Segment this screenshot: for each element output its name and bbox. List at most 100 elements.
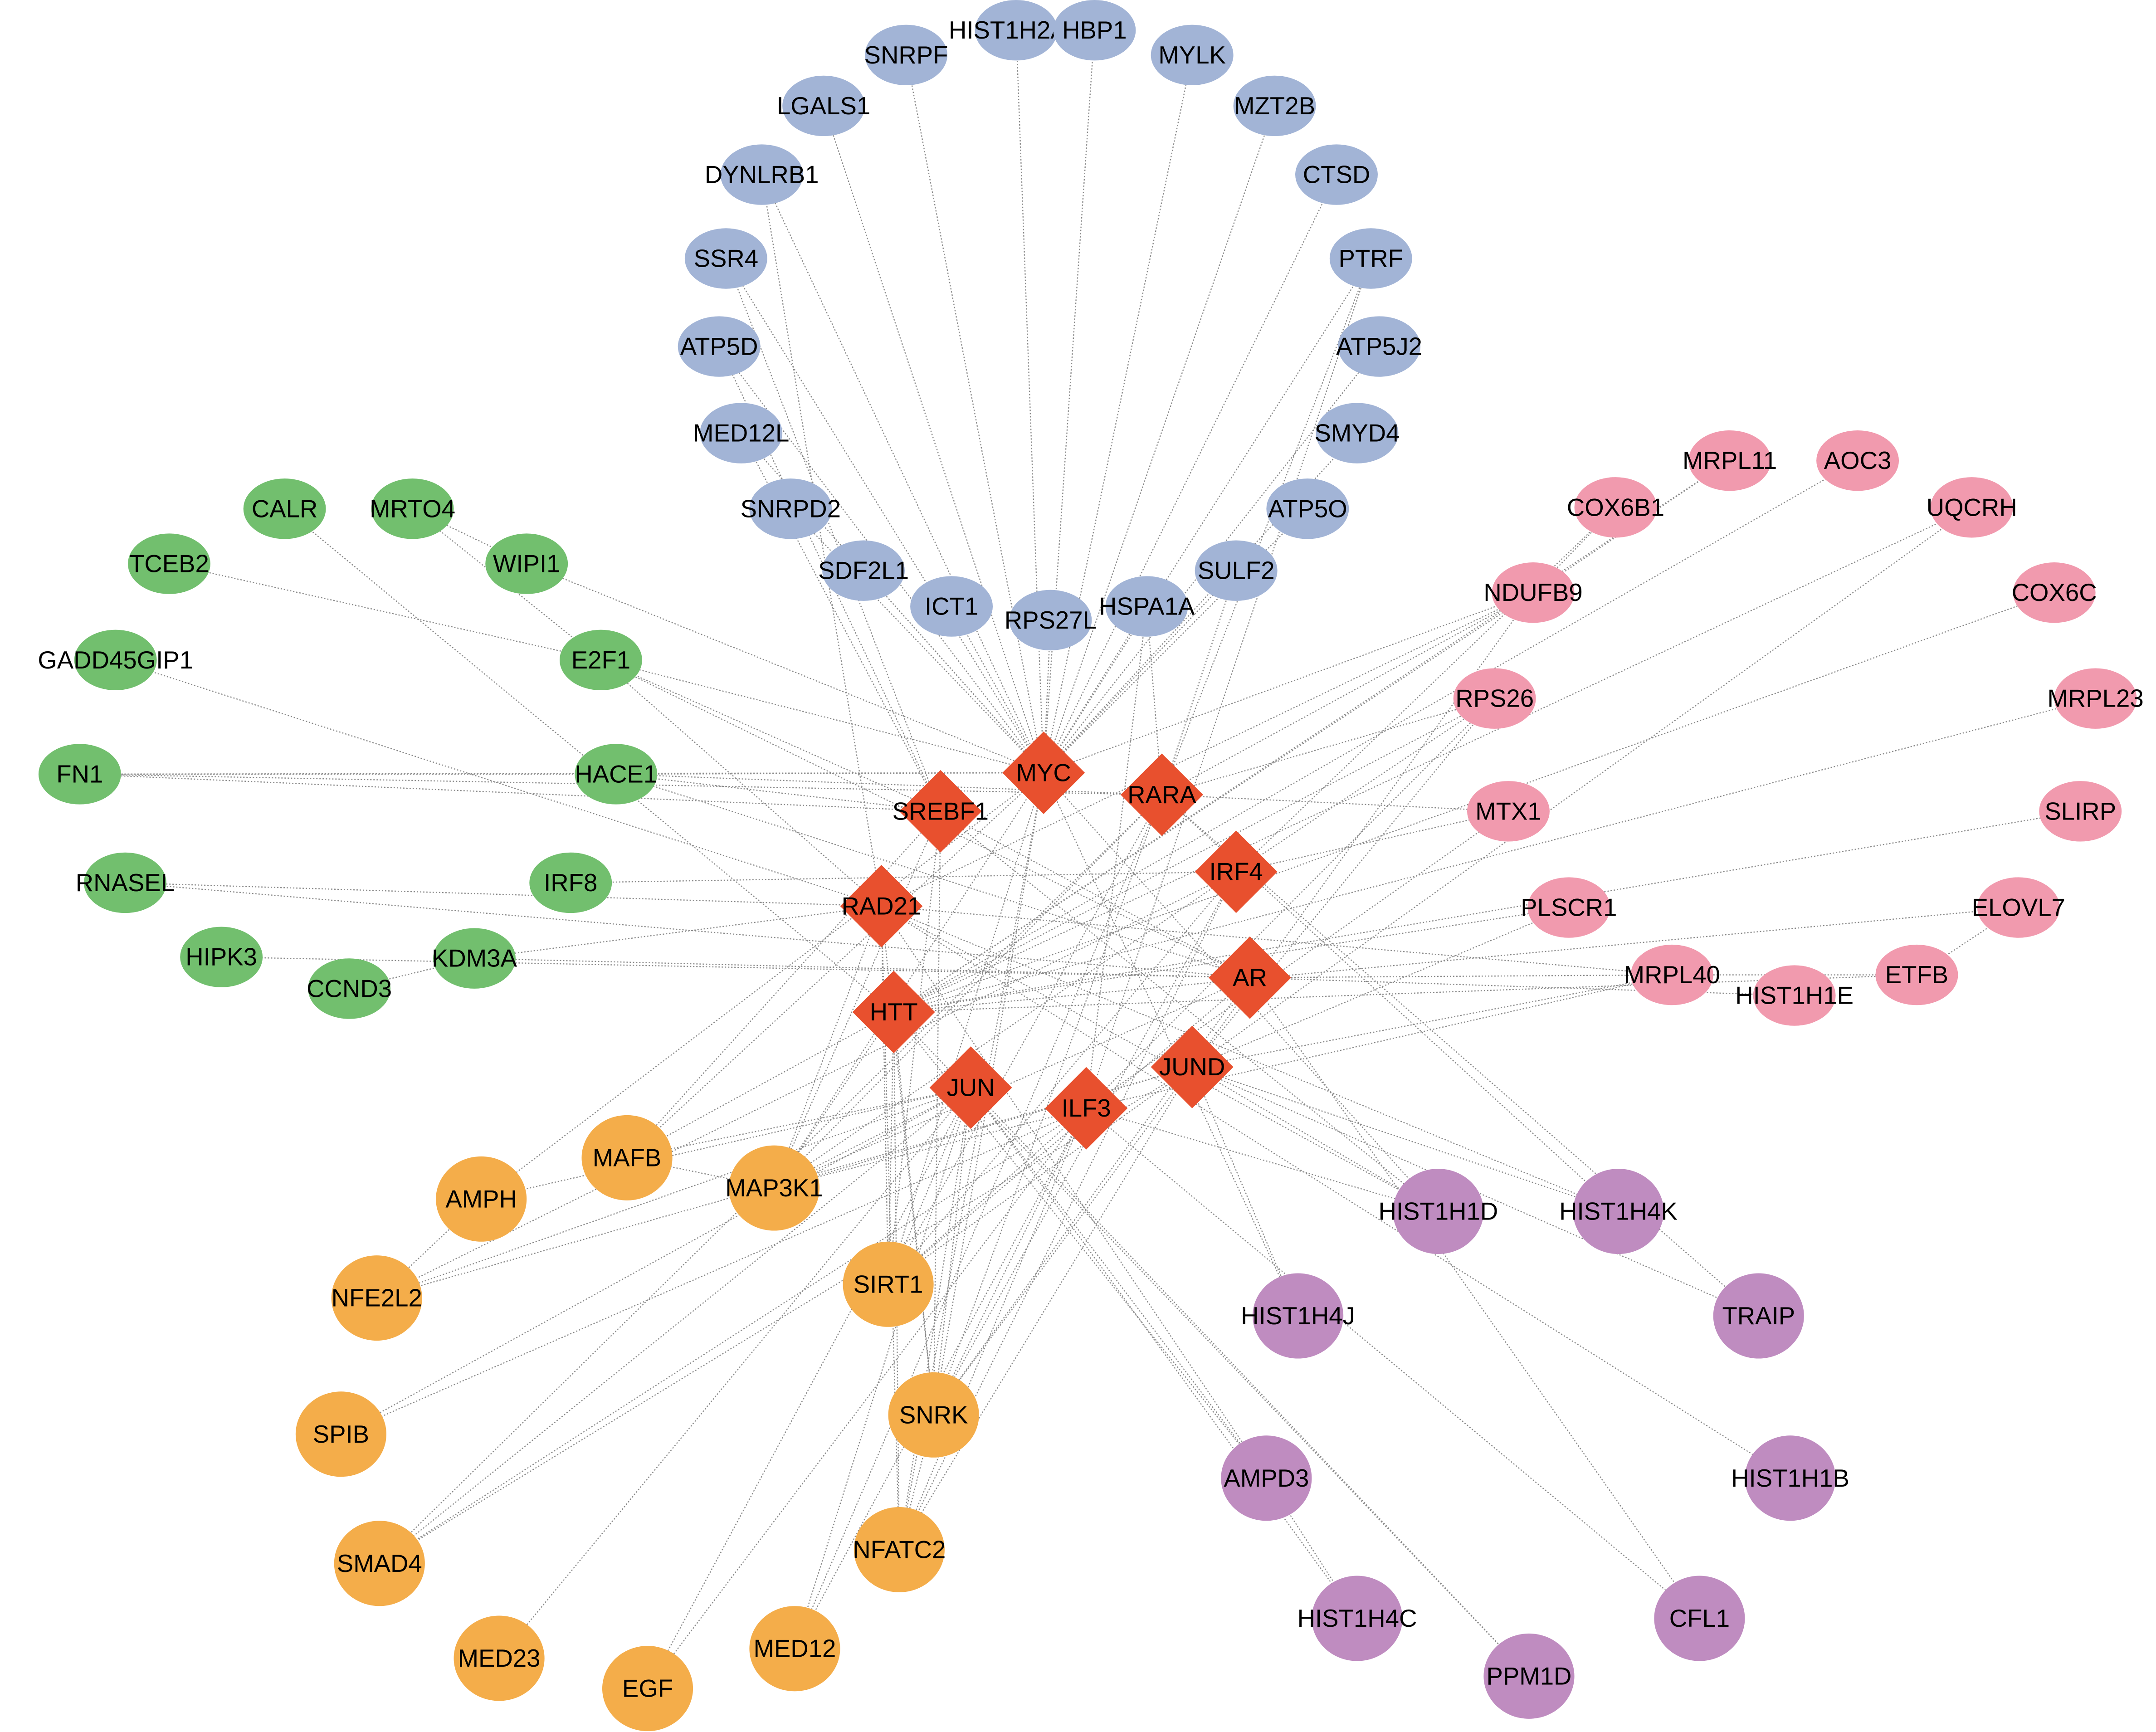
node-map3k1-label: MAP3K1 — [725, 1174, 823, 1202]
node-hist1h4j[interactable]: HIST1H4J — [1241, 1273, 1355, 1359]
node-gadd45gip1[interactable]: GADD45GIP1 — [38, 629, 193, 691]
edge-myc-fn1 — [79, 772, 1044, 775]
node-hist1h1b[interactable]: HIST1H1B — [1731, 1435, 1849, 1521]
node-htt[interactable]: HTT — [852, 971, 935, 1054]
node-rara[interactable]: RARA — [1120, 753, 1203, 836]
node-hist1h1d-ellipse — [1393, 1169, 1484, 1254]
node-srebf1[interactable]: SREBF1 — [893, 770, 989, 853]
node-wipi1[interactable]: WIPI1 — [485, 533, 568, 594]
node-rps26[interactable]: RPS26 — [1453, 668, 1536, 729]
node-hist1h1d[interactable]: HIST1H1D — [1378, 1169, 1498, 1254]
node-sirt1[interactable]: SIRT1 — [843, 1241, 934, 1327]
node-hist1h1b-label: HIST1H1B — [1731, 1464, 1849, 1492]
edge-rara-snrk — [933, 795, 1163, 1415]
node-tceb2-label: TCEB2 — [129, 550, 209, 578]
node-hist1h4c[interactable]: HIST1H4C — [1298, 1576, 1417, 1661]
node-snrpf[interactable]: SNRPF — [864, 24, 948, 85]
edge-htt-ndufb9 — [893, 592, 1534, 1013]
node-jun[interactable]: JUN — [929, 1046, 1012, 1129]
node-kdm3a[interactable]: KDM3A — [432, 928, 517, 989]
node-snrk[interactable]: SNRK — [888, 1372, 979, 1458]
node-mtx1[interactable]: MTX1 — [1467, 781, 1550, 842]
node-rad21[interactable]: RAD21 — [840, 865, 923, 947]
node-cox6c[interactable]: COX6C — [2012, 562, 2097, 623]
node-nfe2l2[interactable]: NFE2L2 — [332, 1255, 422, 1341]
node-atp5d[interactable]: ATP5D — [678, 316, 761, 377]
edge-jun-mafb — [627, 1087, 971, 1159]
node-hbp1[interactable]: HBP1 — [1053, 0, 1136, 61]
node-hist1h4k[interactable]: HIST1H4K — [1559, 1169, 1678, 1254]
node-sdf2l1[interactable]: SDF2L1 — [818, 540, 909, 601]
node-mrpl11[interactable]: MRPL11 — [1683, 430, 1777, 491]
node-ccnd3-label: CCND3 — [307, 975, 392, 1002]
node-myc[interactable]: MYC — [1002, 731, 1085, 814]
node-irf4[interactable]: IRF4 — [1195, 830, 1278, 913]
node-uqcrh[interactable]: UQCRH — [1927, 477, 2017, 538]
node-rara-label: RARA — [1127, 781, 1196, 809]
node-ndufb9[interactable]: NDUFB9 — [1483, 562, 1583, 623]
node-slirp[interactable]: SLIRP — [2039, 781, 2122, 842]
node-mafb[interactable]: MAFB — [581, 1115, 673, 1200]
node-ccnd3[interactable]: CCND3 — [307, 958, 392, 1019]
node-snrpd2[interactable]: SNRPD2 — [741, 478, 841, 539]
node-e2f1[interactable]: E2F1 — [559, 629, 642, 691]
node-hbp1-label: HBP1 — [1062, 16, 1127, 44]
node-mzt2b[interactable]: MZT2B — [1233, 75, 1316, 137]
node-ar[interactable]: AR — [1209, 936, 1291, 1019]
node-ppm1d[interactable]: PPM1D — [1483, 1633, 1575, 1719]
node-cfl1[interactable]: CFL1 — [1654, 1576, 1745, 1661]
edge-myc-hist1h2ab — [1015, 30, 1044, 773]
node-ict1[interactable]: ICT1 — [910, 576, 993, 637]
node-calr[interactable]: CALR — [243, 478, 326, 539]
node-smyd4[interactable]: SMYD4 — [1314, 403, 1400, 463]
edge-rad21-rnasel — [125, 882, 882, 907]
node-elovl7[interactable]: ELOVL7 — [1972, 877, 2065, 938]
node-nfatc2[interactable]: NFATC2 — [853, 1507, 946, 1592]
node-etfb[interactable]: ETFB — [1875, 944, 1958, 1005]
node-spib[interactable]: SPIB — [295, 1391, 386, 1477]
node-atp5o[interactable]: ATP5O — [1266, 478, 1349, 539]
node-ssr4[interactable]: SSR4 — [684, 228, 767, 289]
node-hspa1a-ellipse — [1105, 576, 1188, 637]
node-smad4[interactable]: SMAD4 — [334, 1521, 425, 1606]
node-mylk[interactable]: MYLK — [1151, 24, 1234, 85]
node-sulf2[interactable]: SULF2 — [1195, 540, 1278, 601]
edge-ilf3-nfatc2 — [898, 1108, 1087, 1550]
node-jun-label: JUN — [946, 1074, 995, 1102]
node-mrto4[interactable]: MRTO4 — [370, 478, 455, 539]
edge-rad21-map3k1 — [773, 906, 882, 1188]
node-med12l[interactable]: MED12L — [693, 403, 789, 463]
node-hipk3[interactable]: HIPK3 — [180, 927, 263, 987]
node-med12[interactable]: MED12 — [749, 1606, 840, 1692]
node-atp5j2[interactable]: ATP5J2 — [1336, 316, 1422, 377]
node-ampd3[interactable]: AMPD3 — [1221, 1435, 1312, 1521]
node-rnasel[interactable]: RNASEL — [76, 852, 175, 913]
node-tceb2[interactable]: TCEB2 — [127, 533, 210, 594]
node-rps27l[interactable]: RPS27L — [1005, 590, 1097, 651]
node-fn1[interactable]: FN1 — [38, 744, 121, 805]
node-htt-label: HTT — [870, 998, 918, 1026]
node-lgals1[interactable]: LGALS1 — [777, 75, 870, 137]
node-mrpl23[interactable]: MRPL23 — [2047, 668, 2144, 729]
node-plscr1[interactable]: PLSCR1 — [1521, 877, 1617, 938]
node-rps27l-label: RPS27L — [1005, 606, 1097, 634]
node-hace1[interactable]: HACE1 — [575, 744, 657, 805]
node-med23[interactable]: MED23 — [454, 1615, 545, 1701]
node-egf[interactable]: EGF — [602, 1646, 693, 1732]
node-hist1h1e[interactable]: HIST1H1E — [1735, 965, 1854, 1026]
node-cox6b1[interactable]: COX6B1 — [1567, 477, 1664, 538]
node-jund[interactable]: JUND — [1151, 1025, 1234, 1108]
node-amph[interactable]: AMPH — [436, 1156, 527, 1242]
node-dynlrb1[interactable]: DYNLRB1 — [705, 144, 819, 205]
node-mrpl40[interactable]: MRPL40 — [1624, 944, 1720, 1005]
node-irf8[interactable]: IRF8 — [529, 852, 612, 913]
node-ptrf[interactable]: PTRF — [1329, 228, 1412, 289]
node-ilf3[interactable]: ILF3 — [1045, 1067, 1128, 1150]
edge-jun-amph — [481, 1087, 971, 1200]
node-map3k1[interactable]: MAP3K1 — [725, 1145, 823, 1231]
node-traip[interactable]: TRAIP — [1713, 1273, 1804, 1359]
node-ctsd[interactable]: CTSD — [1295, 144, 1378, 205]
node-aoc3[interactable]: AOC3 — [1816, 430, 1899, 491]
node-hspa1a[interactable]: HSPA1A — [1099, 576, 1195, 637]
node-dynlrb1-label: DYNLRB1 — [705, 161, 819, 189]
